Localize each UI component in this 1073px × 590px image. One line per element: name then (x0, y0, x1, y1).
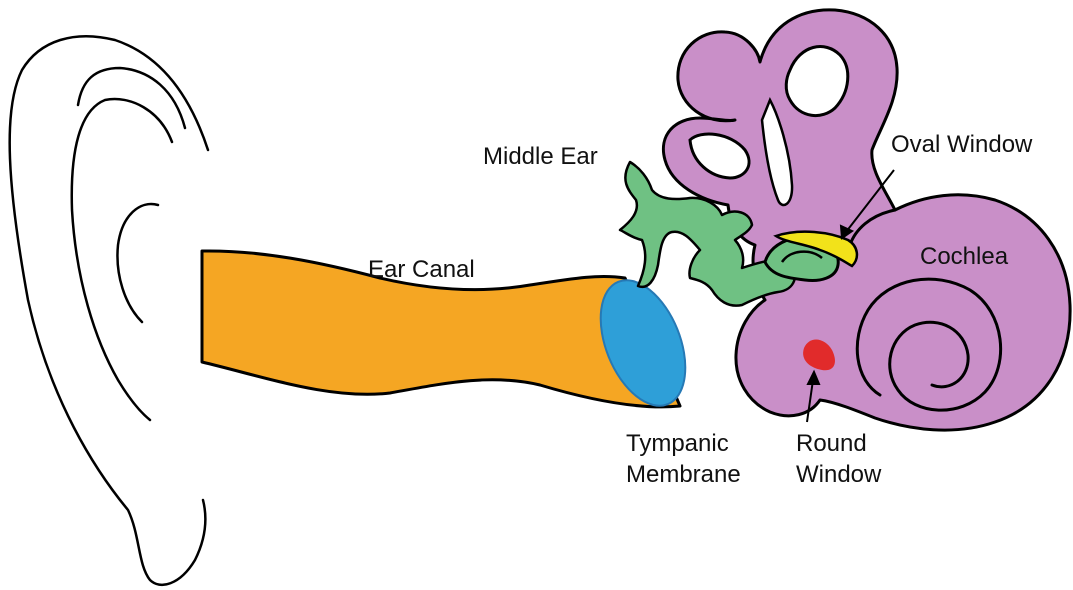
oval-window-label: Oval Window (891, 129, 1032, 160)
ear-canal-label: Ear Canal (368, 254, 475, 285)
round-window-label-line1: Round (796, 428, 881, 459)
tympanic-membrane-label-line1: Tympanic (626, 428, 741, 459)
round-window-label: Round Window (796, 428, 881, 490)
middle-ear-label: Middle Ear (483, 141, 598, 172)
outer-ear-pinna (10, 36, 208, 585)
round-window-label-line2: Window (796, 459, 881, 490)
tympanic-membrane-label-line2: Membrane (626, 459, 741, 490)
cochlea-label: Cochlea (920, 241, 1008, 272)
tympanic-membrane-label: Tympanic Membrane (626, 428, 741, 490)
